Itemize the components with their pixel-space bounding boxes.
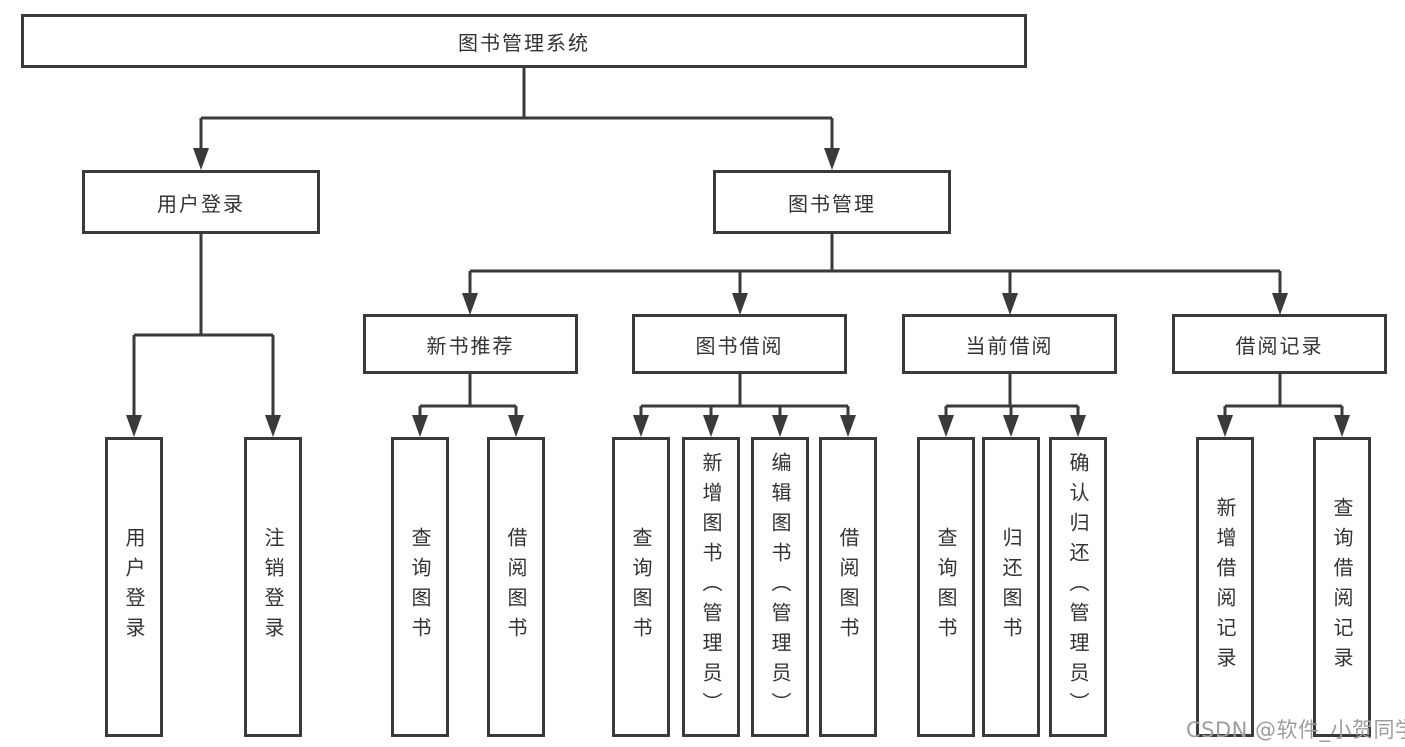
- leaf-query-books-borrow: 查询图书: [612, 437, 670, 737]
- leaf-add-books-admin-label: 新增图书（管理员）: [699, 452, 723, 722]
- leaf-query-borrow-record: 查询借阅记录: [1313, 437, 1371, 737]
- node-root-label: 图书管理系统: [458, 30, 590, 55]
- leaf-borrow-books-recommend: 借阅图书: [487, 437, 545, 737]
- leaf-add-borrow-record: 新增借阅记录: [1196, 437, 1254, 737]
- leaf-logout: 注销登录: [244, 437, 302, 737]
- leaf-query-books-current: 查询图书: [917, 437, 975, 737]
- leaf-logout-label: 注销登录: [261, 527, 285, 647]
- csdn-watermark: CSDN @软件_小贺同学: [1186, 718, 1405, 742]
- leaf-query-borrow-record-label: 查询借阅记录: [1330, 497, 1354, 677]
- leaf-borrow-books-label: 借阅图书: [836, 527, 860, 647]
- node-current-borrow-label: 当前借阅: [965, 333, 1054, 358]
- leaf-confirm-return-admin: 确认归还（管理员）: [1049, 437, 1107, 737]
- node-borrow-record-label: 借阅记录: [1235, 333, 1324, 358]
- node-root: 图书管理系统: [21, 14, 1027, 68]
- leaf-borrow-books-recommend-label: 借阅图书: [504, 527, 528, 647]
- node-book-borrow-label: 图书借阅: [695, 333, 784, 358]
- leaf-user-login-label: 用户登录: [122, 527, 146, 647]
- node-book-management: 图书管理: [713, 170, 951, 234]
- leaf-confirm-return-admin-label: 确认归还（管理员）: [1066, 452, 1090, 722]
- leaf-query-books-recommend-label: 查询图书: [408, 527, 432, 647]
- node-current-borrow: 当前借阅: [902, 314, 1117, 374]
- leaf-edit-books-admin: 编辑图书（管理员）: [751, 437, 809, 737]
- leaf-query-books-recommend: 查询图书: [391, 437, 449, 737]
- leaf-query-books-borrow-label: 查询图书: [629, 527, 653, 647]
- leaf-add-books-admin: 新增图书（管理员）: [682, 437, 740, 737]
- node-new-book-recommend-label: 新书推荐: [426, 333, 515, 358]
- leaf-borrow-books: 借阅图书: [819, 437, 877, 737]
- node-book-management-label: 图书管理: [788, 191, 876, 216]
- node-user-login-label: 用户登录: [157, 191, 245, 216]
- leaf-query-books-current-label: 查询图书: [934, 527, 958, 647]
- node-user-login: 用户登录: [82, 170, 320, 234]
- node-book-borrow: 图书借阅: [632, 314, 847, 374]
- leaf-return-books-label: 归还图书: [999, 527, 1023, 647]
- leaf-return-books: 归还图书: [982, 437, 1040, 737]
- node-new-book-recommend: 新书推荐: [363, 314, 578, 374]
- node-borrow-record: 借阅记录: [1172, 314, 1387, 374]
- leaf-add-borrow-record-label: 新增借阅记录: [1213, 497, 1237, 677]
- leaf-edit-books-admin-label: 编辑图书（管理员）: [768, 452, 792, 722]
- leaf-user-login: 用户登录: [105, 437, 163, 737]
